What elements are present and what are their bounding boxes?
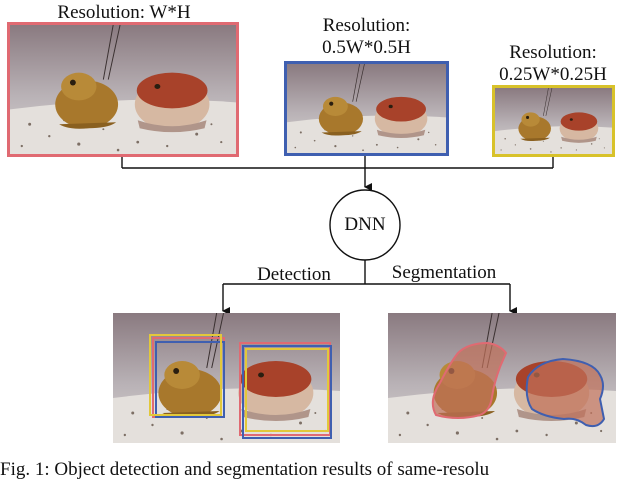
bbox-frog-1-half-res [155, 341, 225, 418]
input-image-quarter-res [492, 85, 615, 157]
bbox-frog-1-full-res [152, 337, 225, 418]
input-label-quarter-res-line1: Resolution: [509, 42, 597, 63]
mask-frog-2 [525, 357, 606, 428]
detection-boxes [149, 334, 332, 439]
mask-frog-1 [431, 341, 508, 419]
bbox-frog-2-half-res [242, 345, 332, 439]
input-label-full-res: Resolution: W*H [57, 2, 191, 23]
input-label-half-res-line2: 0.5W*0.5H [322, 37, 411, 58]
frogs-photo [10, 25, 236, 154]
input-label-quarter-res-line2: 0.25W*0.25H [499, 64, 607, 85]
bbox-frog-2-full-res [239, 342, 331, 436]
input-image-full-res [7, 22, 239, 157]
dnn-label: DNN [344, 214, 386, 235]
frogs-photo [495, 88, 612, 154]
detection-result-image [113, 313, 340, 443]
frogs-photo [287, 64, 446, 153]
input-label-half-res-line1: Resolution: [322, 15, 411, 36]
segmentation-result-image [388, 313, 616, 443]
segmentation-label: Segmentation [391, 262, 497, 283]
detection-label: Detection [257, 264, 331, 285]
segmentation-masks [431, 341, 606, 428]
bbox-frog-2-quarter-res [245, 348, 329, 432]
input-image-half-res [284, 61, 449, 156]
figure-caption: Fig. 1: Object detection and segmentatio… [0, 459, 490, 480]
bbox-frog-1-quarter-res [149, 334, 222, 416]
